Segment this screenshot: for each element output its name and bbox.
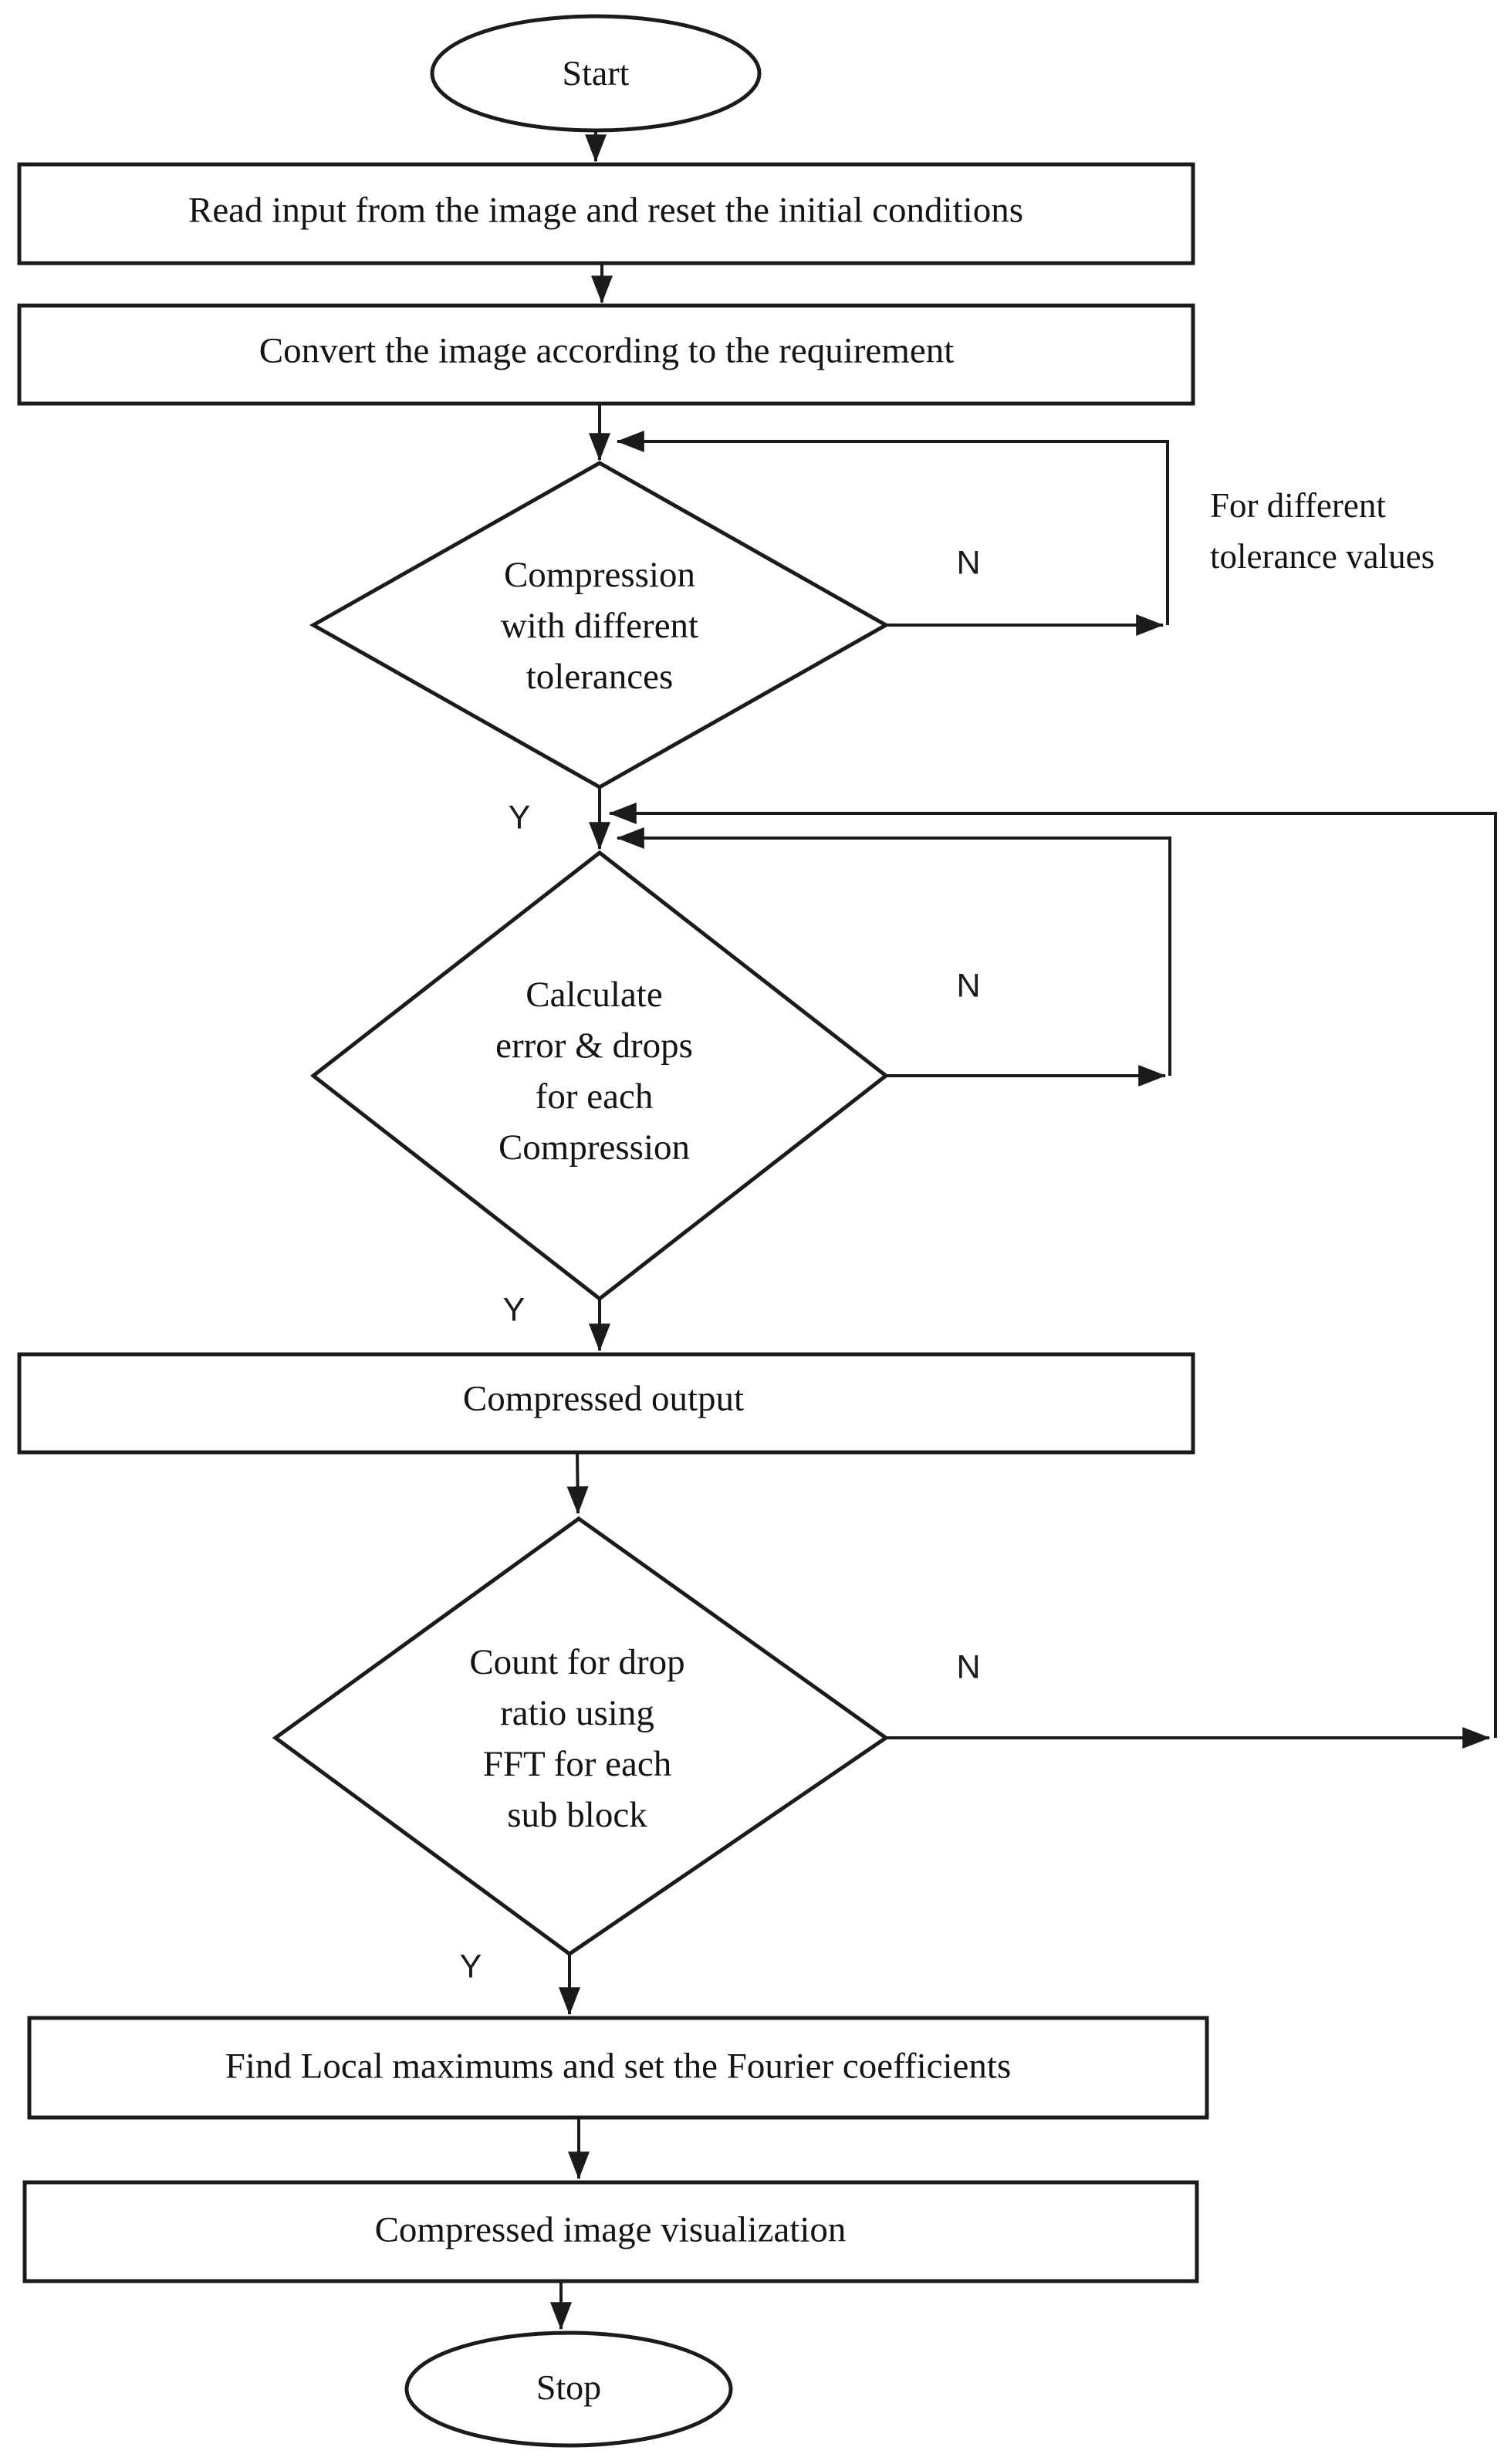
compression-yes-label: Y [508,799,531,837]
compression-no-label: N [956,544,981,582]
edge-calculate-no-return [616,827,1171,1076]
fft-decision-line: sub block [507,1795,647,1835]
fft-no-label: N [956,1648,981,1686]
fft-decision-line: FFT for each [482,1744,672,1784]
tolerance-note-line: tolerance values [1210,537,1435,576]
edge-compression-no-return [616,431,1169,625]
convert-image-box-shape [17,303,1195,406]
calculate-decision-line: Calculate [526,975,663,1015]
compressed-output-box-shape [17,1352,1195,1455]
fft-decision-shape [272,1516,890,1957]
fft-decision-line: ratio using [500,1693,654,1733]
start-terminator-shape [430,14,762,133]
compressed-output-label: Compressed output [462,1378,745,1419]
convert-image-label: Convert the image according to the requi… [259,330,955,371]
compression-decision-line: tolerances [526,657,674,697]
calculate-decision-shape [309,850,890,1302]
edge-output-to-fft [566,1452,589,1515]
stop-terminator-shape [404,2330,733,2448]
calculate-decision-line: error & drops [495,1026,693,1066]
compression-decision-label: Compression with different tolerances [501,549,698,702]
find-local-box-shape [27,2016,1209,2120]
calculate-decision-label: Calculate error & drops for each Compres… [495,969,693,1173]
stop-label: Stop [536,2367,602,2407]
tolerance-note-line: For different [1210,486,1386,525]
start-label: Start [562,52,630,93]
visualization-box-shape [22,2180,1199,2283]
calculate-decision-line: for each [535,1077,654,1117]
visualization-label: Compressed image visualization [374,2209,847,2250]
tolerance-note: For different tolerance values [1210,480,1435,582]
compression-decision-shape [309,461,891,789]
compression-decision-line: Compression [503,555,696,595]
fft-yes-label: Y [459,1948,482,1986]
fft-decision-label: Count for drop ratio using FFT for each … [469,1637,684,1840]
read-input-box-shape [17,162,1195,265]
read-input-label: Read input from the image and reset the … [188,190,1024,231]
fft-decision-line: Count for drop [469,1642,685,1682]
compression-decision-line: with different [500,606,699,646]
calculate-decision-line: Compression [498,1127,691,1168]
calculate-yes-label: Y [502,1291,526,1329]
find-local-label: Find Local maximums and set the Fourier … [225,2046,1012,2087]
edge-fft-no-return [608,803,1497,1738]
calculate-no-label: N [956,967,981,1005]
